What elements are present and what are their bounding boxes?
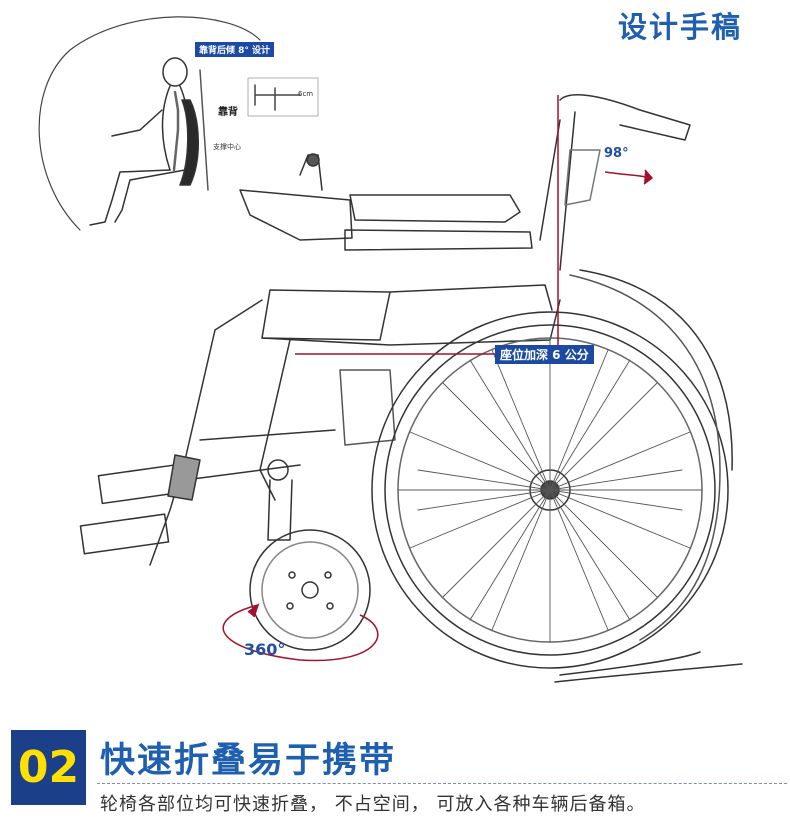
seat-depth-tag: 座位加深 6 公分 (495, 345, 594, 364)
depth-inset-label: 6cm (298, 90, 314, 98)
feature-heading: 快速折叠易于携带 (100, 741, 397, 781)
wheelchair-sketch (38, 16, 743, 683)
feature-number-badge: 02 (11, 730, 86, 805)
page-title: 设计手稿 (617, 10, 742, 44)
caster-rotation-label: 360° (244, 640, 286, 659)
support-center-label: 支撑中心 (213, 143, 241, 151)
feature-description: 轮椅各部位均可快速折叠， 不占空间， 可放入各种车辆后备箱。 (100, 794, 646, 815)
backrest-label: 靠背 (218, 107, 238, 118)
divider (97, 783, 787, 784)
backrest-tilt-tag: 靠背后倾 8° 设计 (195, 42, 275, 57)
backrest-angle-label: 98° (604, 146, 629, 161)
